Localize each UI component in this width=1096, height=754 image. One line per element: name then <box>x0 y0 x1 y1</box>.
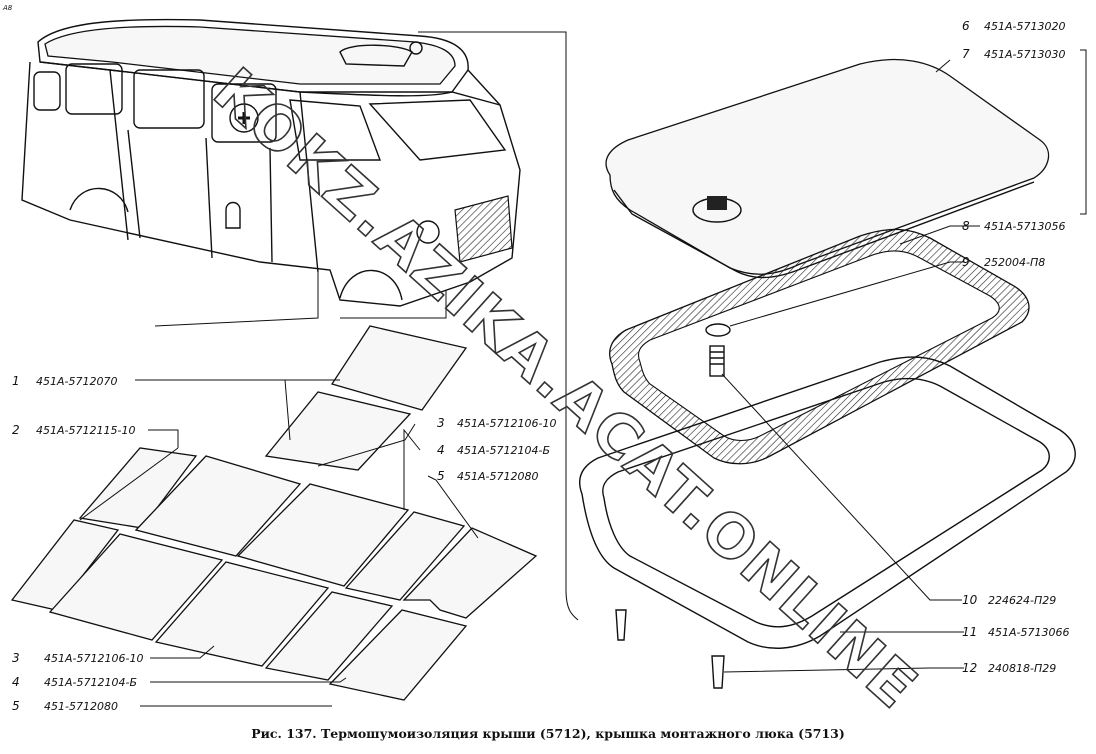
callout-code: 451А-5712080 <box>457 470 538 483</box>
insulation-panel <box>236 483 410 587</box>
insulation-panel <box>328 609 468 701</box>
insulation-panel <box>48 533 224 641</box>
callout-number: 9 <box>962 255 970 269</box>
callout-code: 451А-5713056 <box>984 220 1065 233</box>
callout-code: 451А-5712115-10 <box>36 424 135 437</box>
hatch-frame <box>579 356 1076 649</box>
callout-number: 7 <box>962 47 970 61</box>
callout-number: 1 <box>12 374 20 388</box>
callout-number: 8 <box>962 219 970 233</box>
vehicle-body-illustration <box>21 18 521 307</box>
insulation-panel <box>402 527 538 619</box>
insulation-panel <box>134 455 302 557</box>
corner-mark: A8 <box>2 4 13 12</box>
callout-number: 11 <box>962 625 977 639</box>
callout-number: 5 <box>12 699 20 713</box>
callout-code: 451А-5713066 <box>988 626 1069 639</box>
callout-code: 451А-5712106-10 <box>44 652 143 665</box>
right-callouts: 6 451А-5713020 7 451А-5713030 8 451А-571… <box>962 19 1069 675</box>
insulation-panel <box>10 519 120 611</box>
hatch-lid <box>605 58 1050 275</box>
callout-number: 3 <box>12 651 20 665</box>
callout-code: 451А-5712104-Б <box>44 676 137 689</box>
callout-number: 3 <box>437 416 445 430</box>
hatch-cover-assembly <box>579 58 1076 689</box>
callout-code: 451А-5712104-Б <box>457 444 550 457</box>
insulation-panels-group <box>10 325 538 701</box>
bottom-callouts: 3 451А-5712106-10 4 451А-5712104-Б 5 451… <box>12 651 143 713</box>
callout-number: 5 <box>437 469 445 483</box>
insulation-panel <box>330 325 468 411</box>
insulation-panel <box>264 391 412 471</box>
left-callouts: 1 451А-5712070 2 451А-5712115-10 3 451А-… <box>12 374 556 483</box>
insulation-panel <box>344 511 466 601</box>
insulation-panel <box>154 561 330 667</box>
callout-number: 10 <box>962 593 978 607</box>
callout-number: 2 <box>12 423 20 437</box>
callout-number: 4 <box>437 443 445 457</box>
callout-code: 224624-П29 <box>988 594 1056 607</box>
insulation-panel <box>264 591 394 681</box>
callout-code: 451А-5713020 <box>984 20 1065 33</box>
callout-number: 4 <box>12 675 20 689</box>
callout-number: 6 <box>962 19 970 33</box>
callout-code: 451А-5712070 <box>36 375 117 388</box>
callout-code: 252004-П8 <box>984 256 1045 269</box>
insulation-panel <box>78 447 198 529</box>
callout-number: 12 <box>962 661 977 675</box>
callout-code: 451А-5712106-10 <box>457 417 556 430</box>
callout-code: 451А-5713030 <box>984 48 1065 61</box>
figure-caption: Рис. 137. Термошумоизоляция крыши (5712)… <box>251 726 845 741</box>
callout-code: 240818-П29 <box>988 662 1056 675</box>
callout-code: 451-5712080 <box>44 700 118 713</box>
